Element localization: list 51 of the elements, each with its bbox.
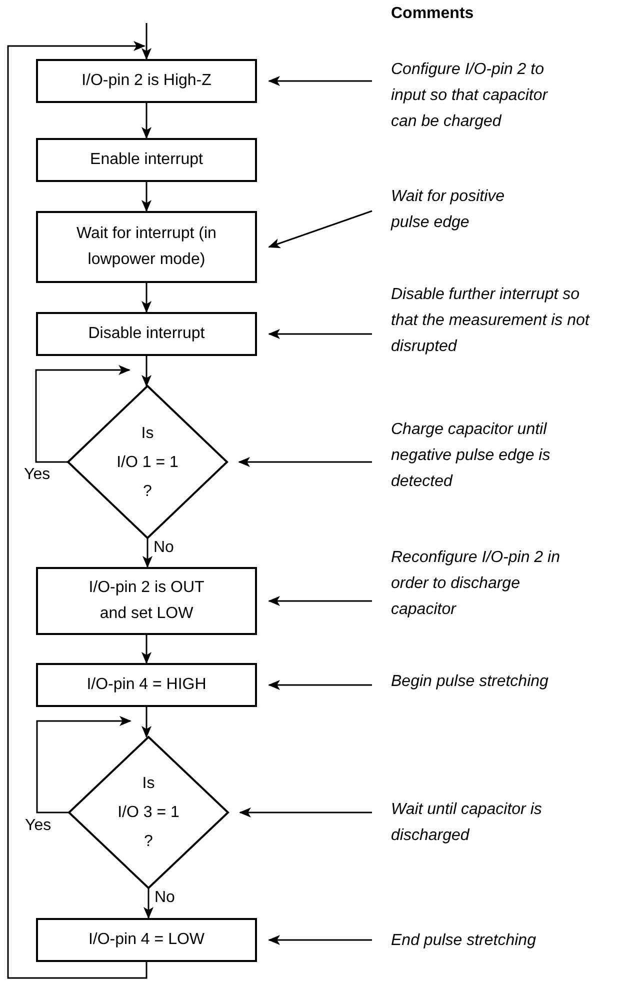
flow-arrow: [142, 707, 152, 738]
flow-arrow: [142, 283, 152, 313]
flow-arrow: [142, 182, 152, 212]
leader-arrow: [239, 808, 372, 818]
node-text: I/O-pin 2 is High-Z: [82, 71, 212, 91]
flow-arrow: [142, 356, 152, 387]
comment-text: Begin pulse stretching: [391, 672, 548, 692]
node-text: ?: [143, 482, 152, 502]
node-text: I/O-pin 2 is OUT and set LOW: [88, 578, 206, 624]
flow-arrow: [142, 23, 152, 60]
flow-arrow: [142, 538, 152, 568]
comment-text: Configure I/O-pin 2 to input so that capacitor can be charged: [391, 60, 549, 132]
leader-arrow: [238, 457, 372, 467]
node-text: I/O 3 = 1: [118, 803, 180, 823]
comment-text: Wait until capacitor is discharged: [391, 800, 543, 846]
flow-arrow: [142, 103, 152, 139]
node-text: Enable interrupt: [90, 150, 203, 170]
node-text: Is: [142, 774, 155, 794]
flow-arrow: [36, 716, 132, 814]
decision-diamond: [69, 737, 228, 888]
process-box: [36, 663, 257, 707]
leader-arrow: [268, 680, 372, 690]
process-box: [36, 567, 257, 635]
leader-arrow: [268, 329, 372, 339]
comment-text: End pulse stretching: [391, 931, 536, 951]
decision-diamond: [68, 386, 227, 538]
node-text: Is: [141, 424, 154, 444]
process-box: [36, 918, 257, 962]
flow-arrow: [144, 888, 154, 919]
process-box: [36, 211, 257, 283]
node-text: Disable interrupt: [88, 324, 205, 344]
leader-arrow: [268, 210, 372, 248]
process-box: [36, 312, 257, 356]
leader-arrow: [268, 76, 372, 86]
process-box: [36, 59, 257, 103]
node-text: I/O 1 = 1: [116, 452, 178, 472]
comment-text: Disable further interrupt so that the measurement is not disrupted: [391, 285, 591, 357]
flow-arrow: [142, 635, 152, 664]
node-text: I/O-pin 4 = HIGH: [86, 675, 206, 695]
comment-text: Reconfigure I/O-pin 2 in order to discharge capacitor: [391, 548, 561, 620]
leader-arrow: [268, 596, 372, 606]
flow-arrow: [7, 41, 148, 979]
column-heading: Comments: [391, 4, 474, 24]
leader-arrow: [268, 935, 372, 945]
flow-arrow: [35, 365, 130, 463]
node-text: ?: [144, 832, 153, 852]
comment-text: Wait for positive pulse edge: [391, 187, 506, 233]
node-text: I/O-pin 4 = LOW: [88, 930, 205, 950]
process-box: [36, 138, 257, 182]
node-text: Wait for interrupt (in lowpower mode): [76, 224, 218, 270]
comment-text: Charge capacitor until negative pulse edge is detected: [391, 420, 552, 492]
